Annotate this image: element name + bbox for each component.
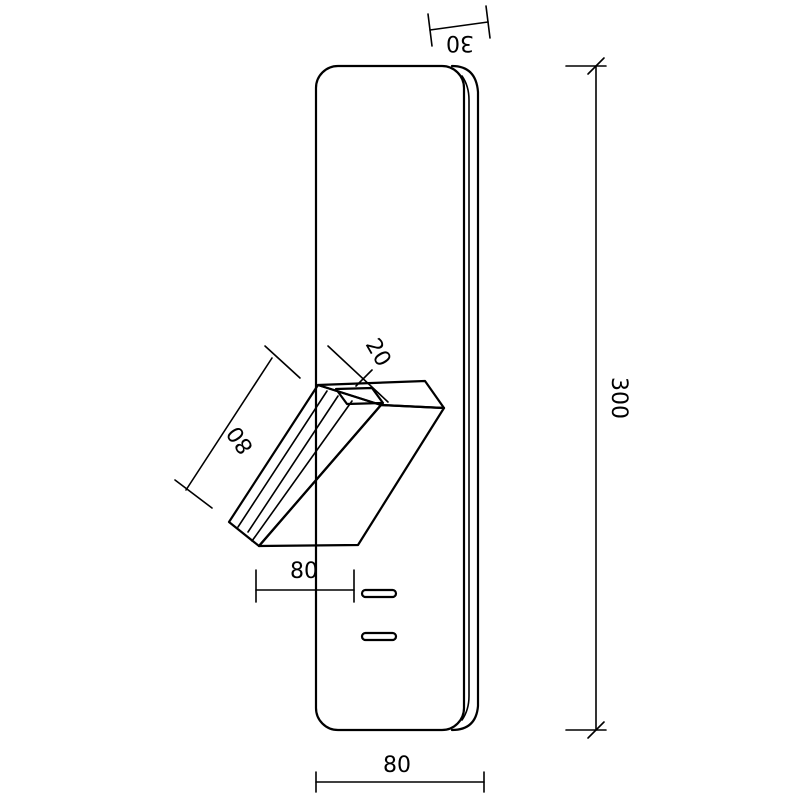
depth-dim-label: 30 (446, 30, 474, 55)
slot-dim-label: 20 (360, 334, 396, 371)
switch-slots (360, 588, 398, 642)
lamp-head (227, 379, 446, 548)
dimension-plate-width: 80 (315, 753, 485, 793)
dimension-head-width: 80 (255, 559, 355, 603)
plate-width-dim-label: 80 (383, 753, 411, 778)
head-width-dim-label: 80 (290, 559, 318, 584)
back-plate (314, 64, 480, 732)
dimension-height: 300 (565, 57, 631, 739)
height-dim-label: 300 (606, 377, 631, 419)
dimension-head-depth: 80 (174, 345, 301, 509)
dimension-depth: 30 (427, 5, 491, 55)
